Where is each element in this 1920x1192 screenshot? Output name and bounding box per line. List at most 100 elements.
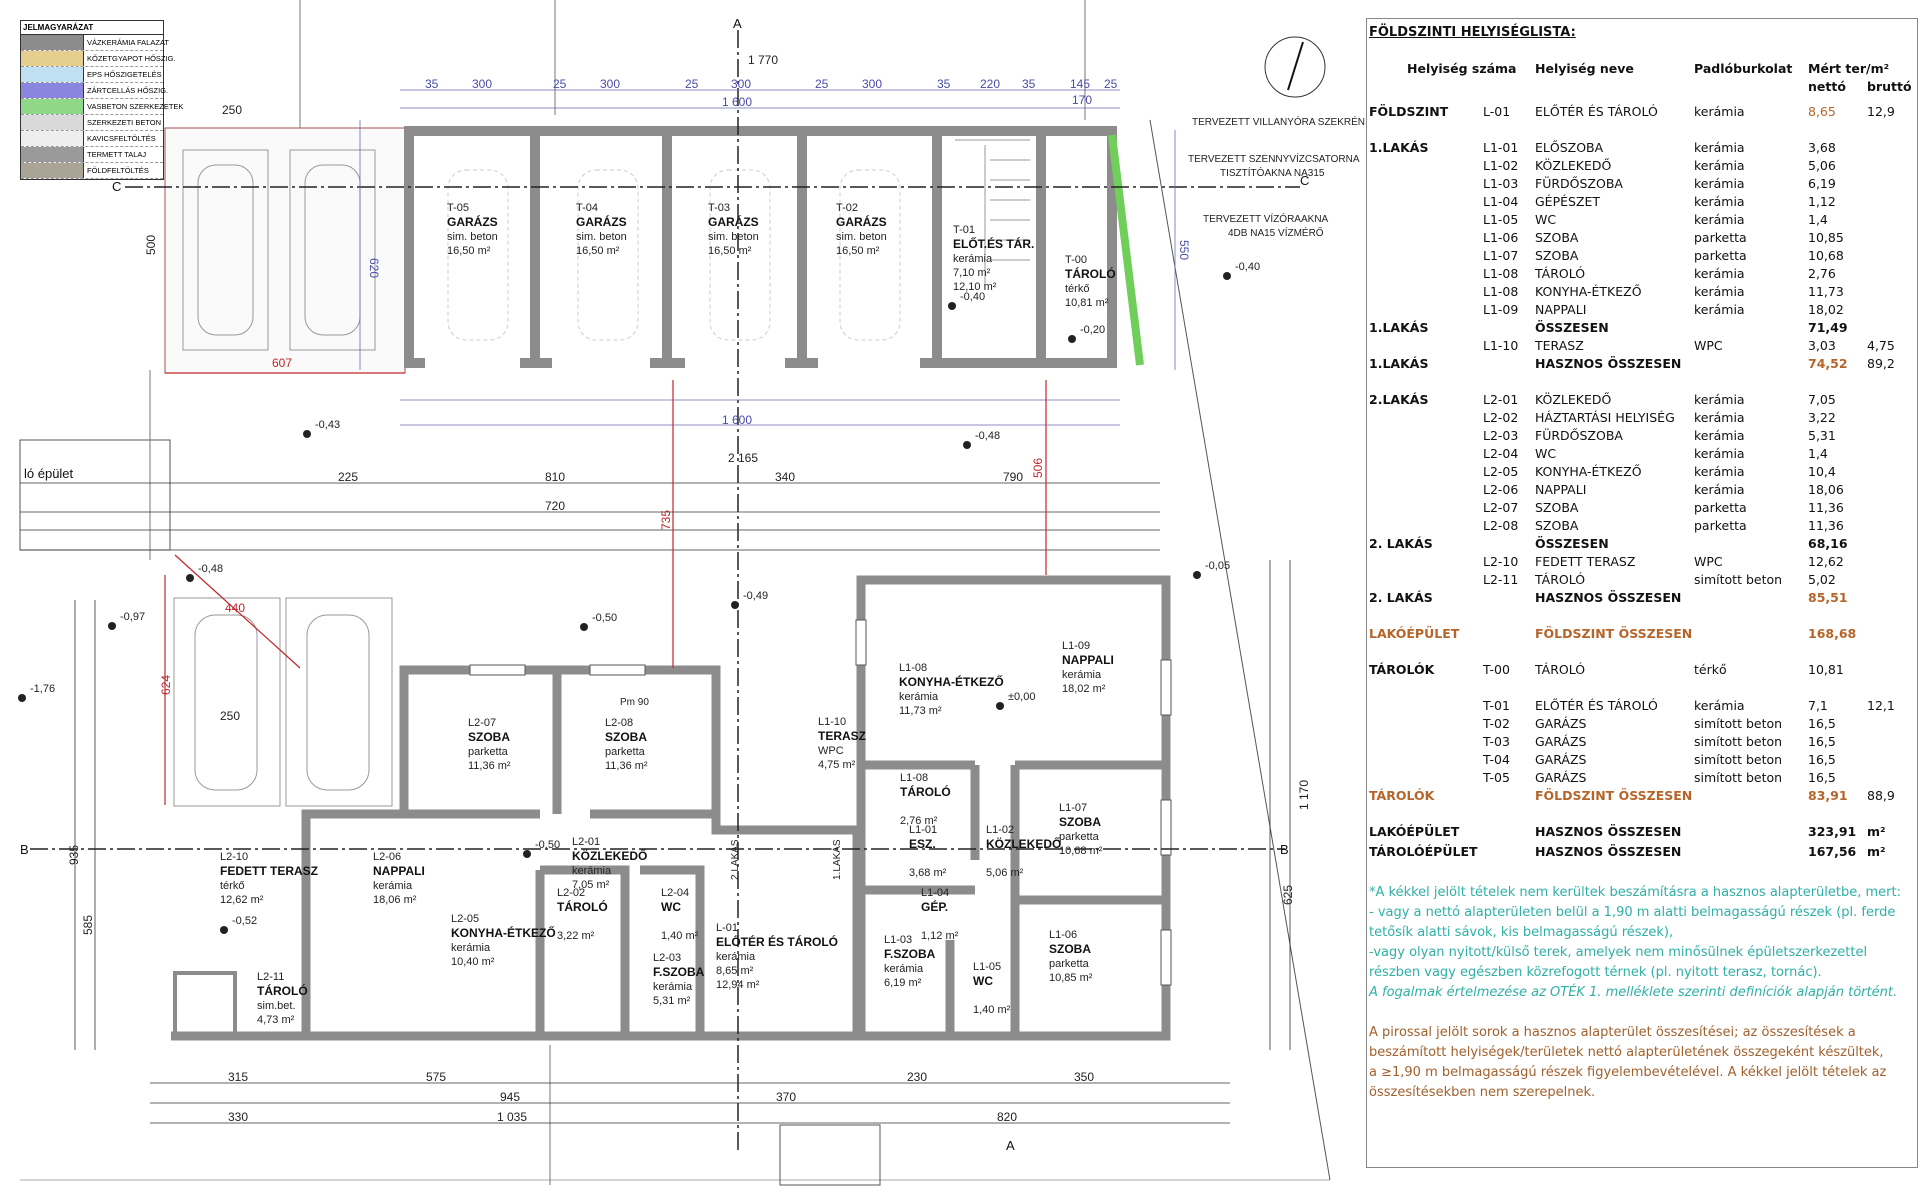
cell-num: L1-02 — [1483, 158, 1519, 173]
cell-floor: simított beton — [1694, 734, 1783, 749]
cell-num: L2-08 — [1483, 518, 1519, 533]
room-name: SZOBA — [1049, 942, 1091, 956]
level-marker-icon — [186, 574, 194, 582]
room-name: KÖZLEKEDŐ — [986, 836, 1061, 851]
cell-num: L1-08 — [1483, 266, 1519, 281]
red-measure-lines — [164, 372, 1047, 805]
level-marker-icon — [580, 623, 588, 631]
cell-name: FÖLDSZINT ÖSSZESEN — [1535, 626, 1693, 641]
legend-item: VÁZKERÁMIA FALAZAT — [21, 35, 169, 51]
dimension-label: 607 — [272, 356, 292, 370]
room-name: ELŐT.ÉS TÁR. — [953, 236, 1034, 251]
cell-name: GARÁZS — [1535, 734, 1587, 749]
cell-net: 16,5 — [1808, 716, 1836, 731]
room-name: TÁROLÓ — [900, 784, 951, 799]
room-name: KONYHA-ÉTKEZŐ — [899, 674, 1004, 689]
dimension-label: 790 — [1003, 470, 1023, 484]
cell-floor: WPC — [1694, 554, 1723, 569]
room-area: 10,40 m² — [451, 956, 495, 968]
dimension-label: 440 — [225, 601, 245, 615]
room-list-title: FÖLDSZINTI HELYISÉGLISTA: — [1369, 25, 1576, 40]
room-floor: parketta — [605, 746, 646, 758]
cell-net: 16,5 — [1808, 734, 1836, 749]
room-name: TÁROLÓ — [1065, 266, 1116, 281]
room-id: L2-01 — [572, 836, 600, 848]
cell-floor: kerámia — [1694, 176, 1745, 191]
cell-net: 18,02 — [1808, 302, 1844, 317]
level-label: -0,49 — [743, 590, 768, 602]
cell-net: 10,4 — [1808, 464, 1836, 479]
room-id: T-04 — [576, 202, 598, 214]
dimension-label: 300 — [862, 77, 882, 91]
level-label: -0,48 — [198, 563, 223, 575]
legend-label: SZERKEZETI BETON — [87, 118, 162, 127]
cell-name: ELŐSZOBA — [1535, 140, 1604, 155]
room-name: WC — [973, 974, 993, 988]
dimension-label: 25 — [685, 77, 699, 91]
room-id: L1-06 — [1049, 929, 1077, 941]
level-label: -0,48 — [975, 430, 1000, 442]
cell-net: 85,51 — [1808, 590, 1848, 605]
cell-net: 323,91 — [1808, 824, 1857, 839]
room-area: 11,73 m² — [899, 705, 942, 717]
cell-gross: m² — [1867, 824, 1886, 839]
note-teal-3: -vagy olyan nyitott/külső terek, amelyek… — [1369, 945, 1868, 980]
legend-item: EPS HŐSZIGETELÉS — [21, 67, 163, 83]
cell-name: FÜRDŐSZOBA — [1535, 428, 1623, 443]
room-floor: kerámia — [572, 865, 612, 877]
room-area: 1,40 m² — [661, 930, 699, 942]
cell-num: L2-02 — [1483, 410, 1519, 425]
header-name: Helyiség neve — [1535, 61, 1634, 76]
level-label: -0,97 — [120, 611, 145, 623]
cell-gross: 12,1 — [1867, 698, 1895, 713]
cell-net: 74,52 — [1808, 356, 1848, 371]
room-id: T-01 — [953, 224, 975, 236]
level-marker-icon — [108, 622, 116, 630]
cell-name: TÁROLÓ — [1535, 266, 1586, 281]
level-marker-icon — [18, 694, 26, 702]
room-area: 10,85 m² — [1049, 972, 1093, 984]
cell-num: L2-03 — [1483, 428, 1519, 443]
room-id: L2-08 — [605, 717, 633, 729]
level-marker-icon — [1223, 272, 1231, 280]
room-floor: kerámia — [899, 691, 939, 703]
dimension-label: 220 — [980, 77, 1000, 91]
cell-name: HASZNOS ÖSSZESEN — [1535, 590, 1682, 605]
dimension-label: 625 — [1281, 885, 1295, 905]
legend-item: KAVICSFELTÖLTÉS — [21, 131, 163, 147]
cell-net: 3,03 — [1808, 338, 1836, 353]
north-arrow-needle — [1287, 41, 1304, 91]
dimension-label: 810 — [545, 470, 565, 484]
cell-floor: kerámia — [1694, 698, 1745, 713]
cell-num: L2-01 — [1483, 392, 1519, 407]
cell-num: L1-09 — [1483, 302, 1519, 317]
room-area-gross: 12,10 m² — [953, 281, 997, 293]
legend-label: VÁZKERÁMIA FALAZAT — [87, 38, 169, 47]
dimension-label: 145 — [1070, 77, 1090, 91]
cell-name: GARÁZS — [1535, 752, 1587, 767]
cell-net: 5,31 — [1808, 428, 1836, 443]
room-area: 18,06 m² — [373, 894, 417, 906]
cell-name: WC — [1535, 212, 1557, 227]
annotation-label: ló épület — [24, 466, 74, 481]
room-area: 7,10 m² — [953, 267, 991, 279]
level-marker-icon — [963, 441, 971, 449]
cell-name: GARÁZS — [1535, 770, 1587, 785]
cell-floor: kerámia — [1694, 446, 1745, 461]
